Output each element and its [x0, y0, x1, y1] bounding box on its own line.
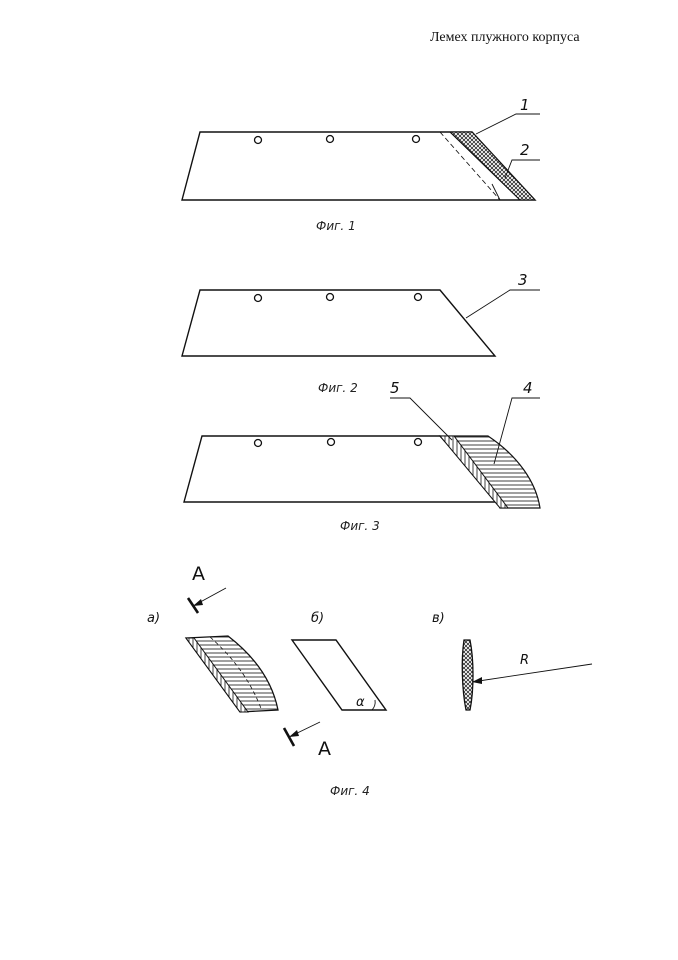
leader-line-2 — [504, 159, 540, 179]
section-label-top: А — [192, 563, 205, 585]
hard-layer-5 — [438, 435, 509, 509]
figure-caption-1: Фиг. 1 — [316, 219, 356, 233]
figure-caption-4: Фиг. 4 — [330, 784, 370, 798]
section-label-bottom: А — [318, 738, 331, 760]
bolt-hole — [253, 293, 263, 303]
bolt-hole — [253, 135, 263, 145]
center-line — [209, 636, 263, 712]
panel-label-a: а) — [147, 611, 160, 626]
insert-view-a — [184, 635, 279, 713]
bolt-hole — [325, 292, 335, 302]
page-title: Лемех плужного корпуса — [430, 30, 580, 45]
figure-1: 1 2 Фиг. 1 — [181, 96, 540, 233]
leader-line-1 — [475, 113, 540, 135]
angle-arc — [371, 699, 376, 711]
leader-line-3 — [465, 289, 540, 319]
layer-edge-line — [449, 131, 521, 201]
radius-line — [471, 663, 593, 683]
dashed-line — [439, 131, 501, 201]
panel-label-b: б) — [311, 611, 324, 626]
callout-5: 5 — [390, 379, 400, 397]
vertical-hint — [491, 183, 501, 201]
leader-line-4 — [493, 397, 540, 465]
leader-line-5 — [390, 397, 453, 441]
insert-edge-a — [185, 637, 249, 713]
bolt-hole — [253, 438, 263, 448]
callout-1: 1 — [520, 96, 530, 114]
bolt-hole — [326, 437, 336, 447]
figure-caption-3: Фиг. 3 — [340, 519, 380, 533]
arrowhead — [289, 730, 299, 737]
panel-label-v: в) — [432, 611, 445, 626]
angle-alpha-label: α — [356, 695, 365, 710]
callout-3: 3 — [518, 271, 528, 289]
radius-label: R — [520, 653, 529, 668]
share-blade-fig2 — [181, 289, 497, 357]
insert-view-b — [290, 639, 388, 711]
callout-4: 4 — [523, 379, 533, 397]
figure-3: 5 4 Фиг. 3 — [183, 379, 541, 533]
bolt-hole — [413, 292, 423, 302]
bolt-hole — [325, 134, 335, 144]
figure-4: А а) А б) α в) R Фиг. 4 — [147, 563, 593, 798]
arrowhead — [472, 677, 482, 684]
arrowhead — [193, 599, 203, 606]
insert-section-v — [461, 639, 474, 711]
figure-2: 3 Фиг. 2 — [181, 271, 540, 395]
bolt-hole — [413, 437, 423, 447]
callout-2: 2 — [520, 141, 530, 159]
bolt-hole — [411, 134, 421, 144]
figure-caption-2: Фиг. 2 — [318, 381, 358, 395]
